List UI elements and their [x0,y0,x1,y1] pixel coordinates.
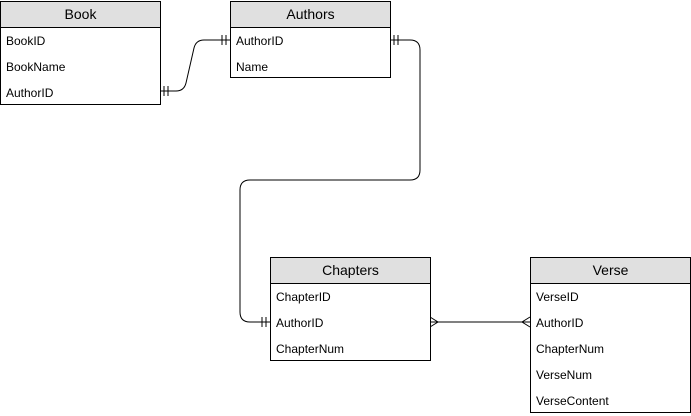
field-bookid: BookID [6,34,46,48]
entity-authors[interactable]: Authors AuthorID Name [230,1,391,78]
connector-line [160,39,230,92]
field-name: Name [236,60,269,74]
entity-verse[interactable]: Verse VerseID AuthorID ChapterNum VerseN… [530,257,691,413]
field-authorid: AuthorID [276,316,324,330]
field-chapterid: ChapterID [276,290,331,304]
field-verseid: VerseID [536,290,579,304]
field-versenum: VerseNum [536,368,593,382]
relationship-chapters-verse [429,316,531,328]
entity-title: Authors [231,2,390,28]
field-authorid: AuthorID [536,316,584,330]
many-mark [429,316,439,328]
field-authorid: AuthorID [6,86,54,100]
entity-book[interactable]: Book BookID BookName AuthorID [0,1,161,105]
entity-chapters[interactable]: Chapters ChapterID AuthorID ChapterNum [270,257,431,361]
field-versecontent: VerseContent [536,394,609,408]
many-mark [521,316,531,328]
field-authorid: AuthorID [236,34,284,48]
entity-title: Verse [531,258,690,284]
relationship-book-authors [160,35,230,96]
entity-title: Book [1,2,160,28]
field-bookname: BookName [6,60,66,74]
field-chapternum: ChapterNum [276,342,345,356]
entity-title: Chapters [271,258,430,284]
relationship-authors-chapters [239,35,421,327]
connector-line [239,39,421,323]
field-chapternum: ChapterNum [536,342,605,356]
